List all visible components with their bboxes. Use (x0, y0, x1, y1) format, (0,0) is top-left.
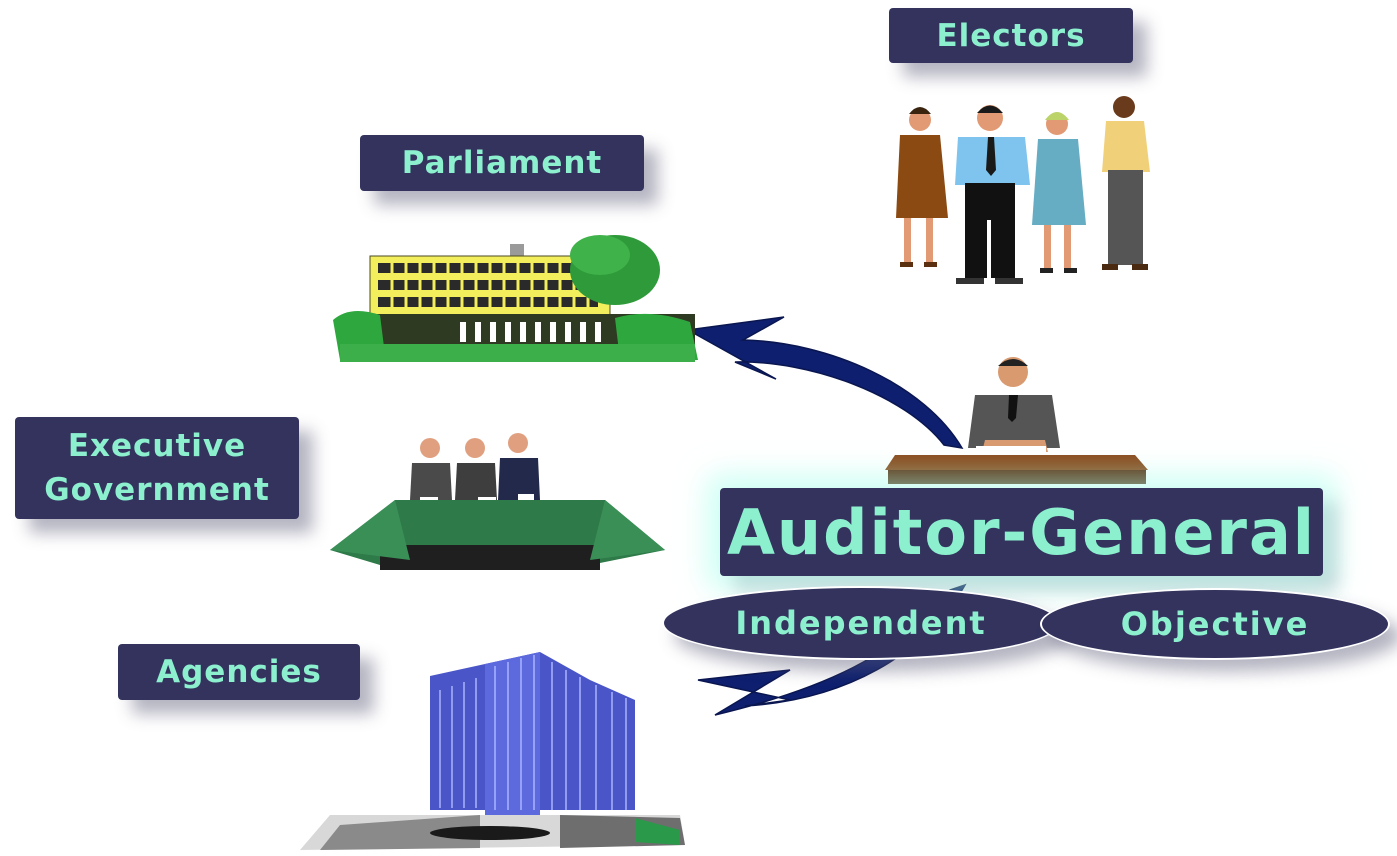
electors-label: Electors (889, 8, 1133, 63)
objective-oval: Objective (1040, 588, 1390, 660)
executive-label-line1: Executive (67, 428, 247, 464)
agency-building-icon (300, 652, 685, 850)
parliament-label: Parliament (360, 135, 644, 191)
auditor-at-desk-icon (885, 357, 1148, 484)
electors-people-icon (896, 96, 1150, 284)
executive-label-line2: Government (44, 472, 270, 508)
parliament-building-icon (333, 235, 698, 362)
executive-meeting-icon (330, 433, 665, 570)
arrow-auditor-to-parliament (685, 316, 964, 450)
independent-oval: Independent (662, 586, 1060, 660)
executive-government-label: Executive Government (15, 417, 299, 519)
auditor-general-label: Auditor-General (720, 488, 1323, 576)
agencies-label: Agencies (118, 644, 360, 700)
